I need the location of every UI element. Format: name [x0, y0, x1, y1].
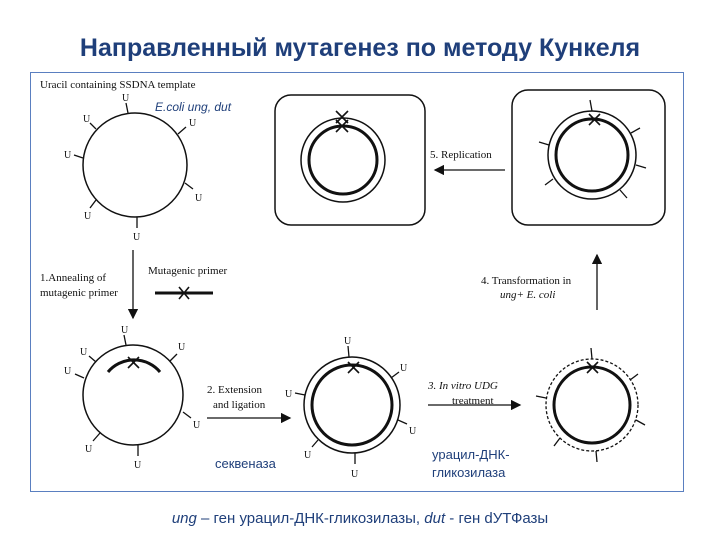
svg-text:U: U [189, 118, 197, 129]
svg-text:U: U [64, 366, 72, 377]
svg-text:U: U [85, 444, 93, 455]
primer-mutation-mark [178, 286, 190, 300]
svg-text:U: U [133, 232, 141, 243]
step3-label-line1: 3. In vitro UDG [427, 380, 498, 392]
svg-text:U: U [80, 347, 88, 358]
mutation-mark [335, 110, 349, 133]
caption-ung-desc: – ген урацил-ДНК-гликозилазы, [196, 510, 425, 527]
uracil-labels-extended: U U U U U U [285, 336, 417, 480]
mutation-mark [588, 113, 601, 126]
caption-dut: dut [424, 510, 446, 527]
svg-text:U: U [84, 211, 92, 222]
udg-annotation-line2: гликозилаза [432, 465, 506, 480]
svg-text:U: U [400, 363, 408, 374]
ecoli-strain-label: E.coli ung, dut [155, 100, 232, 114]
step5-label: 5. Replication [430, 149, 492, 161]
uracil-ticks-template [73, 102, 194, 228]
svg-text:U: U [344, 336, 352, 347]
slide-title: Направленный мутагенез по методу Кункеля [79, 34, 641, 62]
annealed-plasmid: U U U U U U U [64, 325, 201, 471]
uracil-ticks-annealed [74, 334, 192, 456]
uracil-labels-template: U U U U U U U [64, 93, 203, 243]
template-label: Uracil containing SSDNA template [40, 79, 196, 91]
svg-text:U: U [122, 93, 130, 104]
caption-dut-desc: - ген dУТФазы [445, 510, 549, 527]
svg-text:U: U [134, 460, 142, 471]
svg-text:U: U [195, 193, 203, 204]
figure-frame [30, 72, 684, 492]
svg-text:U: U [121, 325, 129, 336]
sequenase-annotation: секвеназа [215, 456, 277, 471]
step3-label-line2: treatment [452, 395, 494, 407]
svg-text:U: U [285, 389, 293, 400]
svg-text:U: U [409, 426, 417, 437]
svg-text:U: U [351, 469, 359, 480]
step2-label-line2: and ligation [213, 399, 266, 411]
step1-label-line2: mutagenic primer [40, 287, 118, 299]
svg-text:U: U [178, 342, 186, 353]
mutation-mark [347, 361, 360, 374]
primer-label: Mutagenic primer [148, 265, 227, 277]
svg-text:U: U [304, 450, 312, 461]
caption-ung: ung [171, 510, 197, 527]
transformed-plasmid-cell [511, 89, 666, 226]
extended-plasmid: U U U U U U [285, 336, 417, 480]
uracil-ticks-transformed [538, 99, 647, 199]
uracil-labels-annealed: U U U U U U U [64, 325, 201, 471]
mutation-mark [127, 356, 140, 369]
svg-text:U: U [193, 420, 201, 431]
caption: ung – ген урацил-ДНК-гликозилазы, dut - … [0, 510, 720, 527]
step2-label-line1: 2. Extension [207, 384, 262, 396]
replicated-plasmid-cell [274, 94, 426, 226]
uracil-ticks-extended [294, 345, 408, 464]
svg-text:U: U [83, 114, 91, 125]
step1-label-line1: 1.Annealing of [40, 272, 106, 284]
udg-treated-plasmid [535, 347, 646, 463]
mutation-mark [586, 361, 599, 374]
svg-text:U: U [64, 150, 72, 161]
step4-label-line1: 4. Transformation in [481, 275, 572, 287]
udg-annotation-line1: урацил-ДНК- [432, 447, 510, 462]
step4-label-line2: ung+ E. coli [500, 289, 555, 301]
abasic-site-ticks [535, 347, 646, 463]
template-plasmid: U U U U U U U [64, 93, 203, 243]
